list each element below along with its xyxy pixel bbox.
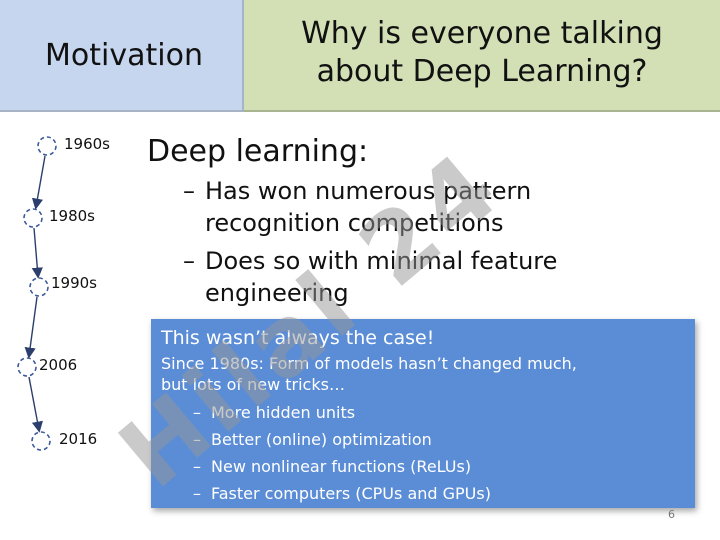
callout-item-text: More hidden units (211, 403, 356, 422)
callout-subtitle: Since 1980s: Form of models hasn’t chang… (161, 354, 577, 394)
timeline-node-1990s (29, 277, 49, 297)
dash-icon: – (183, 247, 195, 275)
timeline-label-1980s: 1980s (49, 207, 95, 225)
timeline-arrow-3 (24, 296, 38, 359)
callout-box: This wasn’t always the case! Since 1980s… (151, 319, 695, 508)
dash-icon: – (183, 177, 195, 205)
bullet-text: Does so with minimal feature engineering (205, 247, 558, 307)
bullet-list: –Has won numerous pattern recognition co… (147, 175, 707, 309)
timeline: 1960s 1980s 1990s 2006 2016 (0, 0, 140, 540)
timeline-label-1960s: 1960s (64, 135, 110, 153)
timeline-label-2016: 2016 (59, 430, 98, 448)
bullet-item: –Has won numerous pattern recognition co… (147, 175, 707, 239)
timeline-node-1960s (37, 136, 57, 156)
timeline-node-2016 (31, 431, 51, 451)
callout-item: –New nonlinear functions (ReLUs) (161, 453, 685, 480)
timeline-label-2006: 2006 (39, 356, 78, 374)
timeline-node-1980s (23, 208, 43, 228)
callout-list: –More hidden units –Better (online) opti… (161, 399, 685, 507)
timeline-arrows (17, 136, 57, 451)
callout-item: –More hidden units (161, 399, 685, 426)
timeline-arrow-4 (28, 376, 43, 433)
slide-title-panel: Why is everyone talking about Deep Learn… (244, 0, 720, 112)
main-bullets: Deep learning: –Has won numerous pattern… (147, 134, 707, 309)
timeline-label-1990s: 1990s (51, 274, 97, 292)
callout-item-text: Better (online) optimization (211, 430, 432, 449)
callout-item-text: Faster computers (CPUs and GPUs) (211, 484, 491, 503)
section-title: Motivation (45, 37, 203, 73)
slide-title: Why is everyone talking about Deep Learn… (301, 16, 663, 89)
timeline-arrow-2 (31, 227, 43, 279)
callout-item: –Faster computers (CPUs and GPUs) (161, 480, 685, 507)
bullet-heading: Deep learning: (147, 134, 369, 169)
callout-title: This wasn’t always the case! (161, 327, 435, 349)
section-title-panel: Motivation (0, 0, 244, 112)
bullet-text: Has won numerous pattern recognition com… (205, 177, 532, 237)
dash-icon: – (193, 403, 201, 422)
timeline-node-2006 (17, 357, 37, 377)
dash-icon: – (193, 430, 201, 449)
dash-icon: – (193, 457, 201, 476)
dash-icon: – (193, 484, 201, 503)
page-number: 6 (668, 508, 675, 521)
bullet-item: –Does so with minimal feature engineerin… (147, 245, 707, 309)
callout-item: –Better (online) optimization (161, 426, 685, 453)
callout-item-text: New nonlinear functions (ReLUs) (211, 457, 472, 476)
timeline-arrow-1 (31, 155, 46, 210)
